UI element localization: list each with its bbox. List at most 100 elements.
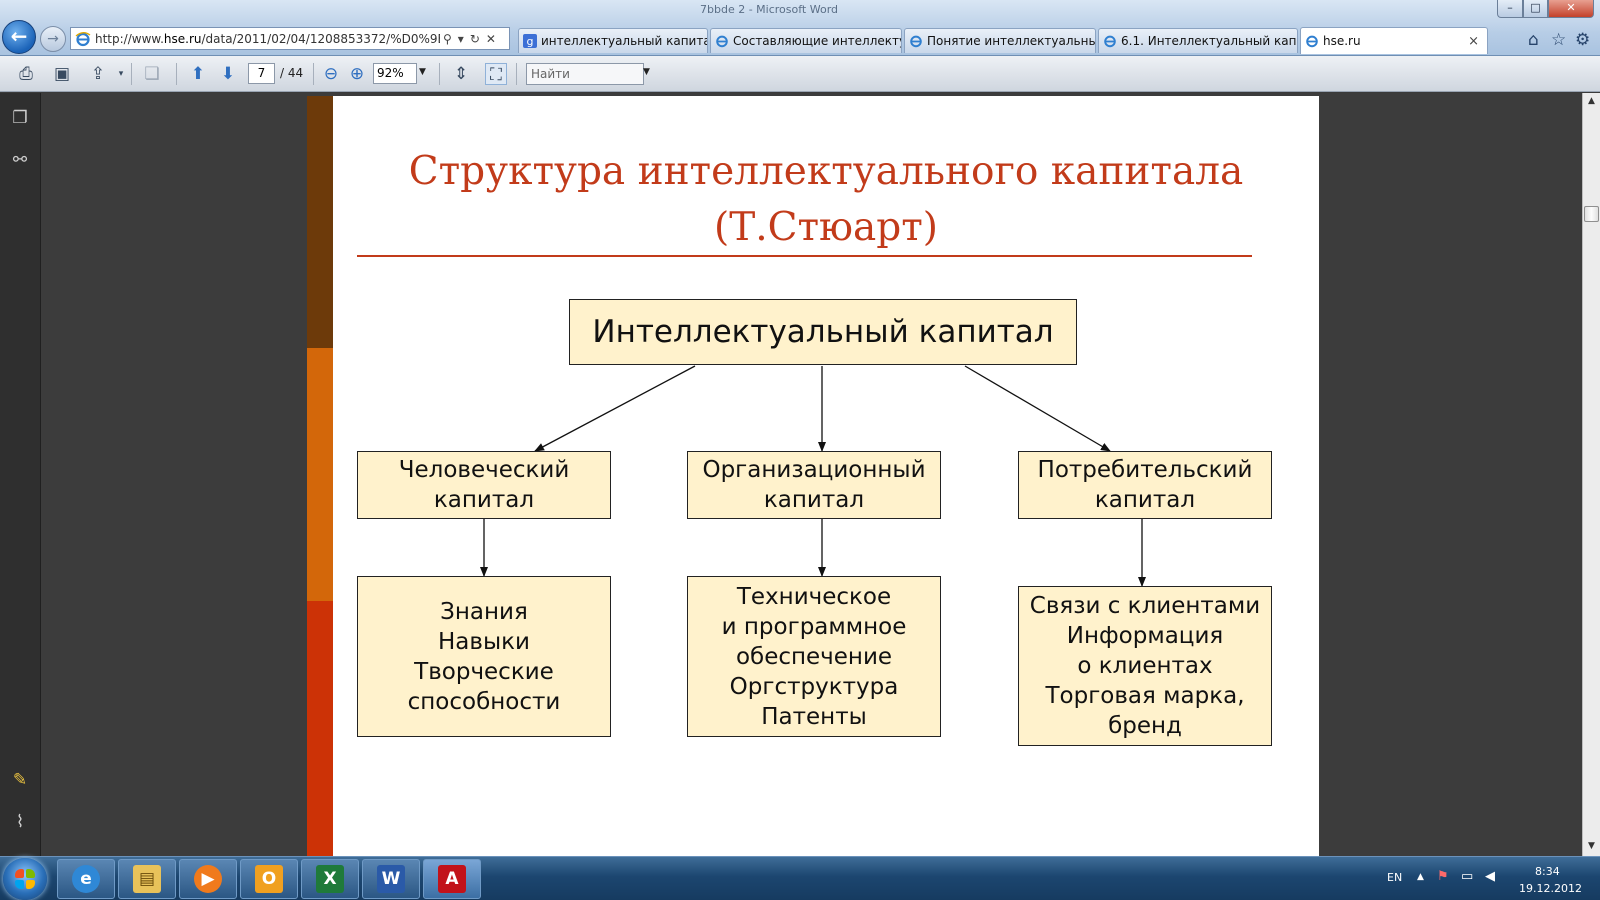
url-prefix: http://www.: [95, 31, 164, 46]
tab-3[interactable]: Понятие интеллектуальный ...: [904, 28, 1096, 53]
clock-time[interactable]: 8:34: [1535, 865, 1560, 878]
box-label-line: Человеческий: [398, 457, 570, 483]
tab-label: 6.1. Интеллектуальный капи...: [1121, 34, 1298, 48]
excel-icon: X: [316, 865, 344, 893]
slide-title-line-2: (Т.Стюарт): [713, 205, 938, 250]
url-domain: hse.ru: [163, 31, 202, 46]
search-icon[interactable]: ⚲: [443, 31, 452, 46]
action-center-flag-icon[interactable]: ⚑: [1437, 869, 1449, 884]
decorative-stripe-dark: [307, 96, 333, 348]
ie-page-icon: [716, 35, 728, 48]
windows-logo-icon: [15, 869, 35, 889]
forward-button[interactable]: →: [40, 26, 66, 52]
diagram-connectors: [480, 365, 1146, 587]
taskbar-windows-explorer[interactable]: ▤: [118, 859, 176, 899]
page-total: / 44: [280, 66, 304, 80]
scroll-up-arrow-icon[interactable]: ▲: [1588, 96, 1595, 106]
address-bar[interactable]: http://www.hse.ru/data/2011/02/04/120885…: [70, 27, 510, 50]
paperclip-icon[interactable]: ⌇: [15, 812, 25, 832]
slide-title-line-1: Структура интеллектуального капитала: [408, 149, 1244, 194]
scroll-down-arrow-icon[interactable]: ▼: [1588, 841, 1595, 851]
previous-page-icon[interactable]: ⬆: [190, 64, 206, 84]
google-icon: g: [523, 34, 537, 48]
pdf-toolbar: ⎙ ▣ ⇪ ▾ ❏ ⬆ ⬇ 7 / 44 ⊖ ⊕ 92% ▼ ⇕ ⛶ Найти…: [0, 56, 1600, 92]
taskbar-outlook[interactable]: O: [240, 859, 298, 899]
clock-date[interactable]: 19.12.2012: [1519, 882, 1582, 895]
media-player-icon: ▶: [194, 865, 222, 893]
back-button[interactable]: ←: [2, 20, 36, 54]
next-page-icon[interactable]: ⬇: [220, 64, 236, 84]
zoom-out-icon[interactable]: ⊖: [323, 64, 339, 84]
address-url[interactable]: http://www.hse.ru/data/2011/02/04/120885…: [95, 32, 440, 46]
scroll-thumb[interactable]: [1584, 206, 1599, 222]
pdf-page-slide: Структура интеллектуального капитала (Т.…: [307, 96, 1319, 856]
share-icon[interactable]: ⇪: [90, 64, 106, 84]
box-label: Интеллектуальный капитал: [592, 314, 1054, 350]
decorative-stripe-orange: [307, 348, 333, 601]
comment-icon[interactable]: ❏: [144, 64, 160, 84]
adobe-reader-icon: A: [438, 865, 466, 893]
box-consumer-capital-items: Связи с клиентами Информация о клиентах …: [1018, 586, 1272, 746]
find-input[interactable]: Найти: [526, 63, 644, 85]
close-button[interactable]: ✕: [1548, 0, 1594, 18]
taskbar-media-player[interactable]: ▶: [179, 859, 237, 899]
language-indicator[interactable]: EN: [1387, 871, 1403, 884]
pdf-side-panel: ❐ ⚯ ✎ ⌇: [0, 93, 41, 856]
item-line: и программное: [721, 613, 907, 640]
taskbar-adobe-reader[interactable]: A: [423, 859, 481, 899]
start-button[interactable]: [3, 858, 47, 900]
word-icon: W: [377, 865, 405, 893]
zoom-dropdown-icon[interactable]: ▼: [419, 67, 426, 77]
print-icon[interactable]: ⎙: [19, 64, 33, 84]
tab-close-icon[interactable]: ×: [1468, 33, 1479, 49]
show-hidden-icons-arrow-icon[interactable]: ▲: [1417, 872, 1424, 882]
find-dropdown-icon[interactable]: ▼: [643, 67, 650, 77]
box-human-capital-items: Знания Навыки Творческие способности: [357, 576, 611, 737]
zoom-in-icon[interactable]: ⊕: [349, 64, 365, 84]
pages-icon[interactable]: ❐: [12, 108, 28, 128]
item-line: о клиентах: [1077, 653, 1213, 679]
taskbar-excel[interactable]: X: [301, 859, 359, 899]
home-icon[interactable]: ⌂: [1528, 30, 1539, 50]
url-path: /data/2011/02/04/1208853372/%D0%9B%D0%E: [201, 31, 440, 46]
ie-page-icon: [910, 35, 922, 48]
taskbar-word[interactable]: W: [362, 859, 420, 899]
stop-icon[interactable]: ✕: [485, 31, 496, 46]
page-number-input[interactable]: 7: [248, 63, 275, 84]
ie-page-icon: [75, 31, 91, 46]
favorites-star-icon[interactable]: ☆: [1551, 30, 1567, 50]
network-icon[interactable]: ▭: [1461, 869, 1474, 884]
ie-page-icon: [1306, 35, 1318, 48]
gear-icon[interactable]: ⚙: [1575, 30, 1591, 50]
tab-4[interactable]: 6.1. Интеллектуальный капи...: [1098, 28, 1298, 53]
vertical-scrollbar[interactable]: ▲ ▼: [1582, 93, 1600, 856]
toolbar-separator: [439, 63, 440, 85]
minimize-button[interactable]: –: [1497, 0, 1523, 18]
item-line: Информация: [1066, 623, 1224, 649]
browser-titlebar: 7bbde 2 - Microsoft Word – □ ✕ ← → http:…: [0, 0, 1600, 56]
toolbar-separator: [313, 63, 314, 85]
window-title: 7bbde 2 - Microsoft Word: [700, 3, 838, 16]
internet-explorer-icon: e: [72, 865, 100, 893]
maximize-button[interactable]: □: [1523, 0, 1548, 18]
fit-width-icon[interactable]: ⇕: [453, 64, 469, 84]
item-line: Знания: [440, 598, 528, 625]
refresh-icon[interactable]: ↻: [469, 31, 480, 46]
tab-5-active[interactable]: hse.ru ×: [1300, 27, 1488, 54]
fit-page-icon[interactable]: ⛶: [485, 63, 507, 85]
volume-icon[interactable]: ◀: [1485, 869, 1495, 884]
tab-2[interactable]: Составляющие интеллектуа...: [710, 28, 902, 53]
save-icon[interactable]: ▣: [53, 64, 71, 84]
comments-icon[interactable]: ✎: [12, 770, 28, 790]
item-line: Навыки: [438, 628, 530, 655]
dropdown-arrow-icon[interactable]: ▾: [457, 31, 464, 46]
outlook-icon: O: [255, 865, 283, 893]
zoom-input[interactable]: 92%: [373, 63, 417, 84]
item-line: бренд: [1108, 713, 1182, 739]
tab-1[interactable]: g интеллектуальный капитал ...: [518, 28, 708, 53]
share-dropdown-icon[interactable]: ▾: [118, 69, 124, 79]
item-line: Связи с клиентами: [1029, 593, 1261, 619]
connector-root-to-human: [534, 365, 696, 452]
taskbar-internet-explorer[interactable]: e: [57, 859, 115, 899]
binoculars-icon[interactable]: ⚯: [12, 150, 28, 170]
